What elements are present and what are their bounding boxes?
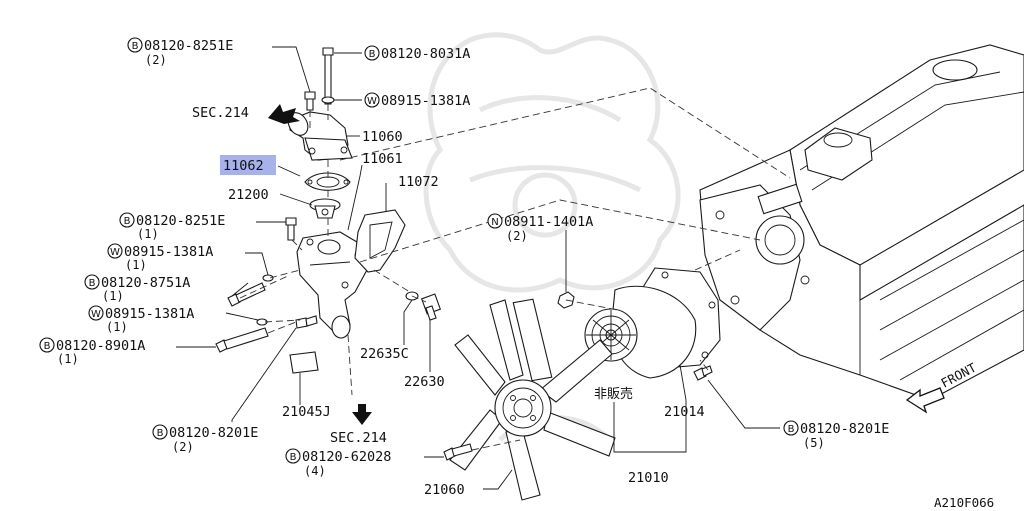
gasket-11062 xyxy=(304,172,351,191)
callout-c12[interactable]: W 08915-1381A (1) xyxy=(88,305,194,334)
badge-w-icon xyxy=(88,305,104,321)
callout-c21[interactable]: 21014 xyxy=(664,404,705,420)
badge-letter: B xyxy=(157,428,164,439)
badge-letter: B xyxy=(290,452,297,463)
callout-c11[interactable]: B 08120-8751A (1) xyxy=(84,274,190,303)
quantity: (5) xyxy=(803,436,825,450)
part-number: 08915-1381A xyxy=(124,244,213,260)
part-number: 08911-1401A xyxy=(504,214,593,230)
quantity: (1) xyxy=(57,352,79,366)
engine-block xyxy=(694,44,1024,401)
callout-c13[interactable]: B 08120-8901A (1) xyxy=(39,337,145,366)
arrow-up-left-icon xyxy=(268,104,300,124)
callout-c17[interactable]: 21045J xyxy=(282,404,331,420)
badge-b-icon xyxy=(84,274,100,290)
callout-c18[interactable]: B 08120-8201E (2) xyxy=(152,424,258,454)
badge-w-icon xyxy=(107,243,123,259)
badge-letter: B xyxy=(44,341,51,352)
leader-lines xyxy=(176,46,780,490)
highlight-box xyxy=(220,155,276,175)
badge-letter: B xyxy=(788,424,795,435)
callout-c2[interactable]: B 08120-8031A xyxy=(364,45,470,62)
bolt-08120-8031a xyxy=(322,47,334,105)
badge-letter: B xyxy=(369,49,376,60)
callout-c3[interactable]: W 08915-1381A xyxy=(364,92,470,109)
bolt-08120-8751a xyxy=(227,282,266,307)
part-number: 08120-8031A xyxy=(381,46,470,62)
not-for-sale-label: 非販売 xyxy=(594,386,633,402)
badge-letter: W xyxy=(367,96,377,107)
badge-letter: W xyxy=(110,247,120,258)
callout-c1[interactable]: B 08120-8251E (2) xyxy=(127,37,233,67)
callout-c8[interactable]: 11072 xyxy=(398,174,439,190)
bolt-08120-8201e-left xyxy=(295,315,318,329)
badge-b-icon xyxy=(39,337,55,353)
badge-b-icon xyxy=(364,45,380,61)
badge-letter: B xyxy=(132,41,139,52)
part-number: 08120-8901A xyxy=(56,338,145,354)
callout-c14[interactable]: N 08911-1401A (2) xyxy=(487,213,593,243)
quantity: (2) xyxy=(145,53,167,67)
part-number: 08120-8751A xyxy=(101,275,190,291)
bolt-08120-62028 xyxy=(443,443,473,461)
part-number: 08120-8201E xyxy=(800,421,889,437)
part-number: 08120-8251E xyxy=(136,213,225,229)
callout-c9[interactable]: B 08120-8251E (1) xyxy=(119,212,225,241)
callout-c19[interactable]: B 08120-62028 (4) xyxy=(285,448,391,478)
bracket-21045j xyxy=(289,351,319,374)
diagram-id: A210F066 xyxy=(934,495,994,510)
water-outlet-11060 xyxy=(287,111,353,161)
arrow-down-icon xyxy=(352,404,372,425)
sec-lower-label[interactable]: SEC.214 xyxy=(330,430,387,446)
gasket-11072 xyxy=(354,209,406,273)
bolt-08120-8201e-right xyxy=(693,365,713,381)
sec-upper-label[interactable]: SEC.214 xyxy=(192,105,249,121)
part-number: 08120-8201E xyxy=(169,425,258,441)
callout-c7[interactable]: 21200 xyxy=(228,187,269,203)
quantity: (1) xyxy=(137,227,159,241)
badge-letter: B xyxy=(89,278,96,289)
badge-letter: W xyxy=(91,309,101,320)
part-number: 08915-1381A xyxy=(105,306,194,322)
bolt-08120-8251e-upper xyxy=(304,91,316,111)
badge-b-icon xyxy=(285,448,301,464)
badge-letter: B xyxy=(124,216,131,227)
callout-c4[interactable]: 11060 xyxy=(362,129,403,145)
bolt-08120-8251e-lower xyxy=(285,217,297,241)
quantity: (1) xyxy=(106,320,128,334)
callout-c6[interactable]: 11061 xyxy=(362,151,403,167)
callout-c10[interactable]: W 08915-1381A (1) xyxy=(107,243,213,272)
badge-b-icon xyxy=(783,420,799,436)
quantity: (1) xyxy=(125,258,147,272)
part-number: 08915-1381A xyxy=(381,93,470,109)
badge-letter: N xyxy=(491,217,498,228)
callout-c23[interactable]: B 08120-8201E (5) xyxy=(783,420,889,450)
badge-b-icon xyxy=(119,212,135,228)
thermostat-21200 xyxy=(309,198,341,219)
callout-c20[interactable]: 21060 xyxy=(424,482,465,498)
quantity: (1) xyxy=(102,289,124,303)
front-arrow-icon xyxy=(905,387,945,414)
quantity: (2) xyxy=(506,229,528,243)
quantity: (2) xyxy=(172,440,194,454)
badge-w-icon xyxy=(364,92,380,108)
callout-c5-highlighted[interactable]: 11062 xyxy=(223,158,264,174)
badge-n-icon xyxy=(487,213,503,229)
part-number: 08120-62028 xyxy=(302,449,391,465)
washer-upper xyxy=(321,96,335,104)
assembly-dashed-lines xyxy=(239,87,791,451)
cooling-fan-21060 xyxy=(449,298,616,501)
part-number: 08120-8251E xyxy=(144,38,233,54)
badge-b-icon xyxy=(152,424,168,440)
callout-c15[interactable]: 22635C xyxy=(360,346,409,362)
callout-c22[interactable]: 21010 xyxy=(628,470,669,486)
bolt-08120-8901a xyxy=(215,327,269,353)
badge-b-icon xyxy=(127,37,143,53)
callout-c16[interactable]: 22630 xyxy=(404,374,445,390)
temp-sensor-22630 xyxy=(420,293,442,321)
quantity: (4) xyxy=(304,464,326,478)
